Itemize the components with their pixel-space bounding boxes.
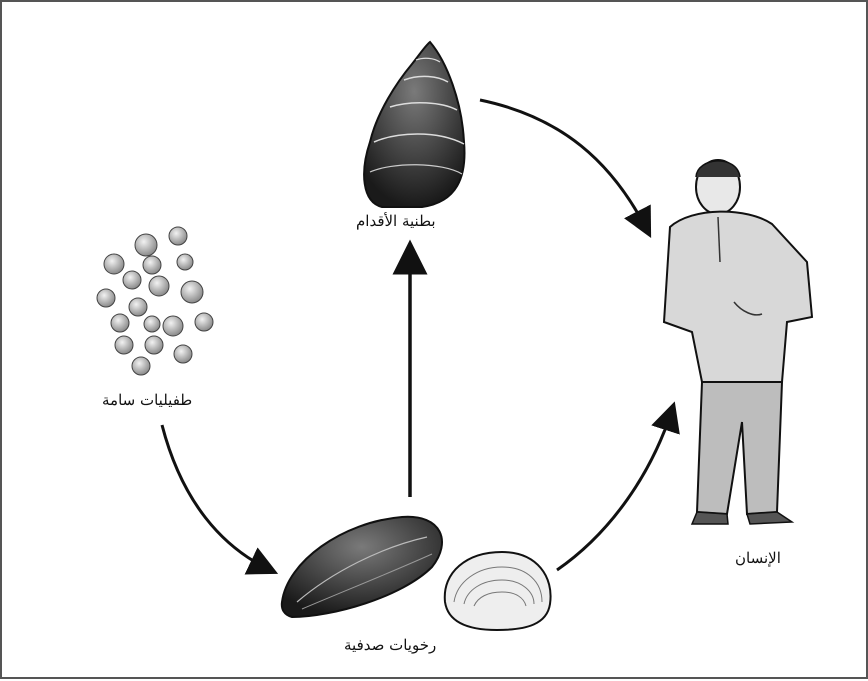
human-figure-icon (664, 160, 812, 524)
label-snail: بطنية الأقدام (356, 212, 436, 230)
mussel-clam-icon (282, 517, 551, 630)
arrow-shellfish-to-human (557, 410, 672, 570)
arrow-snail-to-human (480, 100, 647, 230)
label-parasites: طفيليات سامة (102, 391, 192, 409)
label-human: الإنسان (735, 549, 781, 567)
arrow-parasites-to-shellfish (162, 425, 270, 570)
parasite-cluster-icon (97, 227, 213, 375)
label-shellfish: رخويات صدفية (344, 636, 436, 654)
gastropod-shell-icon (364, 42, 464, 207)
